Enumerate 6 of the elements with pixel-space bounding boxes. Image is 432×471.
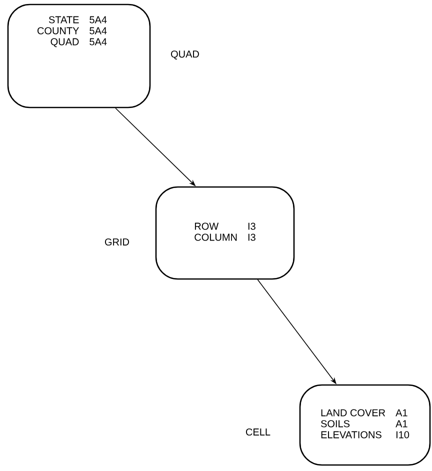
rounded-box: LAND COVER A1 SOILS A1 ELEVATIONS I10 bbox=[299, 384, 431, 466]
box-label: QUAD bbox=[171, 50, 199, 60]
rounded-box: STATE 5A4 COUNTY 5A4 QUAD 5A4 bbox=[7, 4, 151, 108]
box-label: CELL bbox=[246, 428, 270, 436]
rounded-box: ROW I3 COLUMN I3 bbox=[155, 186, 295, 280]
box-label: GRID bbox=[105, 238, 130, 246]
